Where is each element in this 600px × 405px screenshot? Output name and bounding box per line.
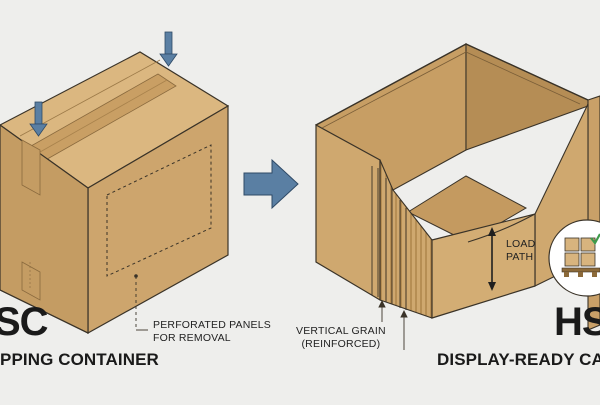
hsc-subtitle: DISPLAY-READY CA	[437, 350, 600, 369]
hsc-title: HS	[554, 300, 600, 344]
rsc-box	[0, 51, 230, 335]
down-arrow-icon	[29, 101, 48, 137]
load-path-arrow	[488, 227, 496, 291]
inner-back-wall	[465, 43, 589, 151]
perforated-panel	[106, 144, 212, 277]
inner-floor	[406, 175, 528, 243]
rsc-subtitle: PPING CONTAINER	[0, 350, 159, 369]
tape-left-face	[21, 139, 41, 196]
right-arrow-icon	[243, 158, 299, 210]
hsc-front-panel	[431, 213, 536, 319]
down-arrow-icon	[159, 31, 178, 67]
grain-callout-arrows	[378, 299, 408, 350]
load-path-label: LOAD PATH	[506, 238, 536, 263]
checkmark-icon	[590, 233, 600, 245]
rsc-title: SC	[0, 300, 49, 344]
pallet-icon	[548, 219, 600, 297]
vertical-grain-label: VERTICAL GRAIN (REINFORCED)	[296, 325, 386, 350]
perforated-callout-label: PERFORATED PANELS FOR REMOVAL	[153, 319, 271, 344]
